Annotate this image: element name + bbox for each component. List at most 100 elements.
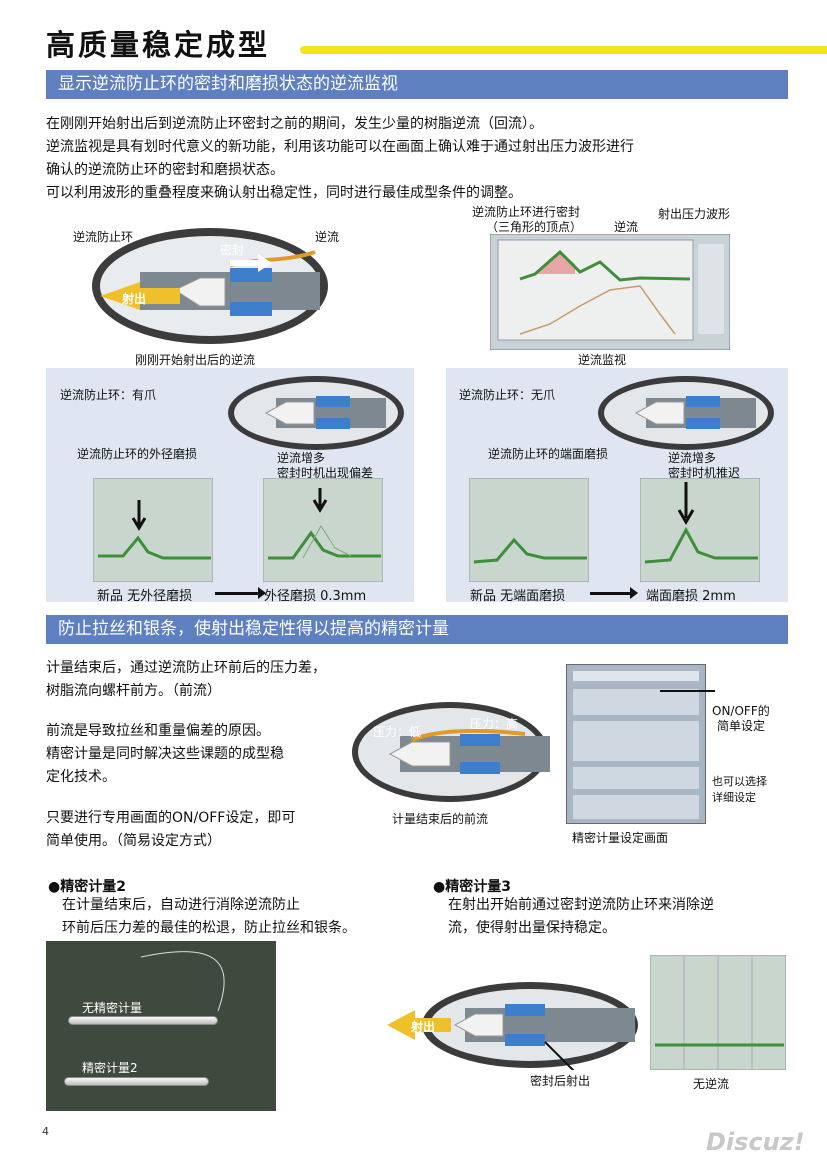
forward-flow-diagram (352, 702, 550, 802)
label-right-worn: 端面磨损 2mm (646, 589, 736, 604)
bullet-metering-3-text: 在射出开始前通过密封逆流防止环来消除逆 流，使得射出量保持稳定。 (448, 894, 714, 940)
scope-arrow (131, 500, 147, 531)
ring-blue-bottom (230, 302, 272, 316)
string-curve (140, 951, 225, 1012)
inject-arrow (387, 1010, 451, 1040)
label-backflow: 逆流 (315, 230, 340, 244)
screen-block (573, 767, 699, 789)
scope-right-new (469, 478, 589, 582)
arrow-right-head (630, 587, 638, 599)
detail-ring-bottom (316, 418, 350, 429)
scope-wave-ghost (302, 525, 352, 559)
detail-ring (686, 396, 720, 407)
forward-flow-arrow (411, 728, 526, 742)
intro-paragraph: 在刚刚开始射出后到逆流防止环密封之前的期间，发生少量的树脂逆流（回流）。 逆流监… (46, 113, 806, 205)
label-inc-right-2: 密封时机推迟 (668, 466, 741, 480)
ring-blue-bottom (505, 1034, 545, 1046)
scope-arrow (312, 488, 328, 513)
intro-line: 可以利用波形的重叠程度来确认射出稳定性，同时进行最佳成型条件的调整。 (46, 185, 522, 201)
screen-block (573, 795, 699, 819)
para-line: 定化技术。 (46, 769, 116, 785)
intro-line: 逆流监视是具有划时代意义的新功能，利用该功能可以在画面上确认难于通过射出压力波形… (46, 139, 634, 155)
ring-blue-bottom (460, 762, 500, 774)
scope-no-backflow (650, 955, 786, 1070)
scope-left-worn (263, 478, 383, 582)
scope-wave (268, 530, 381, 560)
scope-frame (640, 478, 760, 582)
callout-wave: 射出压力波形 (658, 207, 731, 221)
pressure-wave (519, 249, 691, 282)
label-onoff-2: 简单设定 (717, 719, 766, 733)
para-line: 前流是导致拉丝和重量偏差的原因。 (46, 723, 270, 739)
label-onoff-1: ON/OFF的 (712, 704, 770, 718)
scope-arrow (677, 482, 695, 525)
monitor-plot (497, 239, 694, 341)
scope-wave (98, 535, 211, 560)
screen-block (573, 721, 699, 761)
inject-arrow-body (140, 288, 180, 304)
sample-with-metering (64, 1077, 209, 1086)
para-line: 环前后压力差的最佳的松退，防止拉丝和银条。 (62, 920, 356, 936)
metering-para-2: 前流是导致拉丝和重量偏差的原因。 精密计量是同时解决这些课题的成型稳 定化技术。 (46, 720, 284, 789)
para-line: 在射出开始前通过密封逆流防止环来消除逆 (448, 897, 714, 913)
label-ring: 逆流防止环 (73, 230, 134, 244)
section-heading-precise-metering: 防止拉丝和银条，使射出稳定性得以提高的精密计量 (46, 615, 788, 644)
screw-tip (453, 1013, 504, 1037)
caption-monitor: 逆流监视 (578, 353, 627, 367)
label-left-new: 新品 无外径磨损 (97, 589, 193, 604)
ring-detail-right (598, 376, 774, 450)
photo-label-bottom: 精密计量2 (82, 1061, 138, 1075)
arrow-right-shaft (590, 592, 632, 595)
label-pressure-low: 压力：低 (373, 725, 422, 739)
label-pressure-high: 压力：高 (470, 717, 519, 731)
label-face-wear: 逆流防止环的端面磨损 (488, 447, 609, 461)
label-inc-right-1: 逆流增多 (668, 451, 717, 465)
label-detail-1: 也可以选择 (712, 775, 767, 788)
section-heading-backflow-monitor: 显示逆流防止环的密封和磨损状态的逆流监视 (46, 70, 788, 99)
ring-blue-top (230, 268, 272, 282)
label-left-worn: 外径磨损 0.3mm (264, 589, 367, 604)
screen-row (573, 671, 699, 681)
inject-arrow (100, 282, 140, 310)
screen-block (573, 689, 699, 715)
arrow-left-shaft (215, 592, 261, 595)
caption-backflow: 刚刚开始射出后的逆流 (135, 353, 256, 367)
intro-line: 确认的逆流防止环的密封和磨损状态。 (46, 162, 284, 178)
label-right-new: 新品 无端面磨损 (470, 589, 566, 604)
scope-wave (473, 537, 587, 564)
ring-blue-top (505, 1004, 545, 1016)
detail-ring (316, 396, 350, 407)
callout-triangle: （三角形的顶点） (486, 220, 583, 234)
scope-wave (644, 526, 758, 564)
onoff-pointer (660, 690, 715, 692)
scope-right-worn (640, 478, 760, 582)
label-inc-left-2: 密封时机出现偏差 (277, 466, 374, 480)
page-number: 4 (42, 1125, 49, 1138)
caption-setting-screen: 精密计量设定画面 (572, 831, 669, 845)
string-line (140, 951, 225, 1012)
callout-line (544, 1041, 575, 1070)
ring-detail-left (228, 376, 404, 450)
metering-setting-screen (566, 664, 706, 824)
label-inject: 射出 (122, 292, 147, 306)
position-wave (519, 285, 676, 335)
photo-label-top: 无精密计量 (82, 1001, 143, 1015)
title-underline (300, 46, 827, 54)
para-line: 流，使得射出量保持稳定。 (448, 920, 616, 936)
backflow-diagram (92, 228, 328, 344)
scope-left-new (93, 478, 213, 582)
label-detail-2: 详细设定 (712, 791, 756, 804)
metering-para-1: 计量结束后，通过逆流防止环前后的压力差， 树脂流向螺杆前方。（前流） (46, 657, 326, 703)
scope-frame (469, 478, 589, 582)
label-inc-left-1: 逆流增多 (277, 451, 326, 465)
label-seal: 密封 (220, 243, 245, 257)
label-outer-wear: 逆流防止环的外径磨损 (77, 447, 198, 461)
para-line: 在计量结束后，自动进行消除逆流防止 (62, 897, 300, 913)
para-line: 只要进行专用画面的ON/OFF设定，即可 (46, 810, 296, 826)
caption-no-backflow: 无逆流 (693, 1077, 730, 1091)
page-title: 高质量稳定成型 (46, 28, 271, 62)
detail-tip (634, 401, 685, 425)
intro-line: 在刚刚开始射出后到逆流防止环密封之前的期间，发生少量的树脂逆流（回流）。 (46, 116, 543, 132)
caption-forward-flow: 计量结束后的前流 (392, 812, 489, 826)
para-line: 精密计量是同时解决这些课题的成型稳 (46, 746, 284, 762)
